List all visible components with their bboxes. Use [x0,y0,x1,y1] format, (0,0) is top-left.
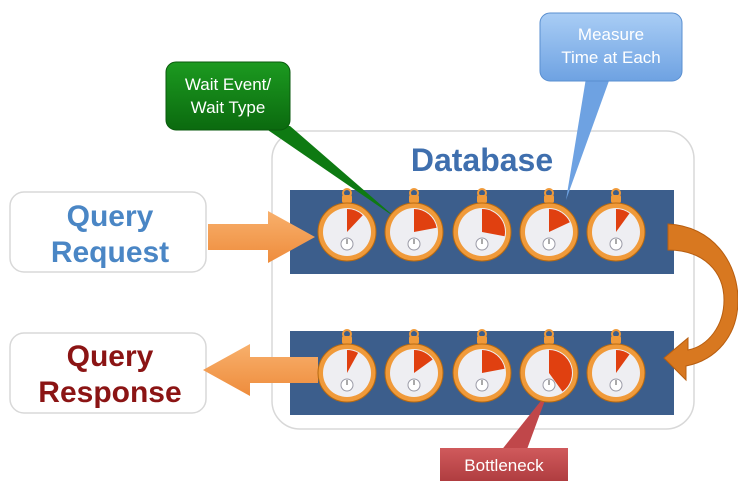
wait-callout-line1: Wait Event/ [185,75,272,94]
database-title: Database [411,142,553,178]
bottom-stopwatch-1 [317,329,377,403]
stopwatch-ring [409,329,419,339]
elapsed-wedge [616,209,630,232]
elapsed-wedge [482,350,505,373]
wait-callout-line2: Wait Type [191,98,266,117]
top-stopwatch-3 [452,188,512,262]
bottom-stopwatch-3 [452,329,512,403]
stopwatch-ring [342,329,352,339]
measure-callout [539,12,683,82]
wait-callout-pointer [262,126,396,218]
elapsed-wedge [347,350,359,373]
query-request-box [9,191,207,273]
top-stopwatch-1 [317,188,377,262]
wait-callout [165,61,291,131]
query-response-box [9,332,207,414]
stopwatch-ring [611,329,621,339]
top-stopwatch-5 [586,188,646,262]
elapsed-wedge [549,209,570,232]
stopwatch-ring [477,329,487,339]
top-stopwatch-4 [519,188,579,262]
measure-callout-line2: Time at Each [561,48,661,67]
bottleneck-label: Bottleneck [464,456,544,475]
elapsed-wedge [616,350,630,373]
top-timer-row [317,188,646,262]
bottleneck-callout [440,448,568,481]
query-response-line1: Query [67,340,154,373]
bottom-stopwatch-2 [384,329,444,403]
elapsed-wedge [347,209,363,232]
stopwatch-ring [611,188,621,198]
elapsed-wedge [414,209,437,232]
bottom-timer-row [317,329,646,403]
stopwatch-ring [544,188,554,198]
measure-callout-pointer [566,78,610,200]
query-request-line2: Request [51,236,169,269]
bottleneck-callout-pointer [500,392,548,452]
stopwatch-ring [409,188,419,198]
bottom-stopwatch-4 [519,329,579,403]
uturn-arrow [663,223,738,382]
request-arrow [208,211,315,263]
bottom-stopwatch-5 [586,329,646,403]
stopwatch-ring [477,188,487,198]
stopwatch-ring [544,329,554,339]
measure-callout-line1: Measure [578,25,644,44]
stopwatch-ring [342,188,352,198]
query-request-line1: Query [67,200,154,233]
elapsed-wedge [549,350,572,392]
response-arrow [203,344,318,396]
top-stopwatch-2 [384,188,444,262]
query-response-line2: Response [38,376,181,409]
elapsed-wedge [414,350,433,373]
elapsed-wedge [482,209,505,237]
